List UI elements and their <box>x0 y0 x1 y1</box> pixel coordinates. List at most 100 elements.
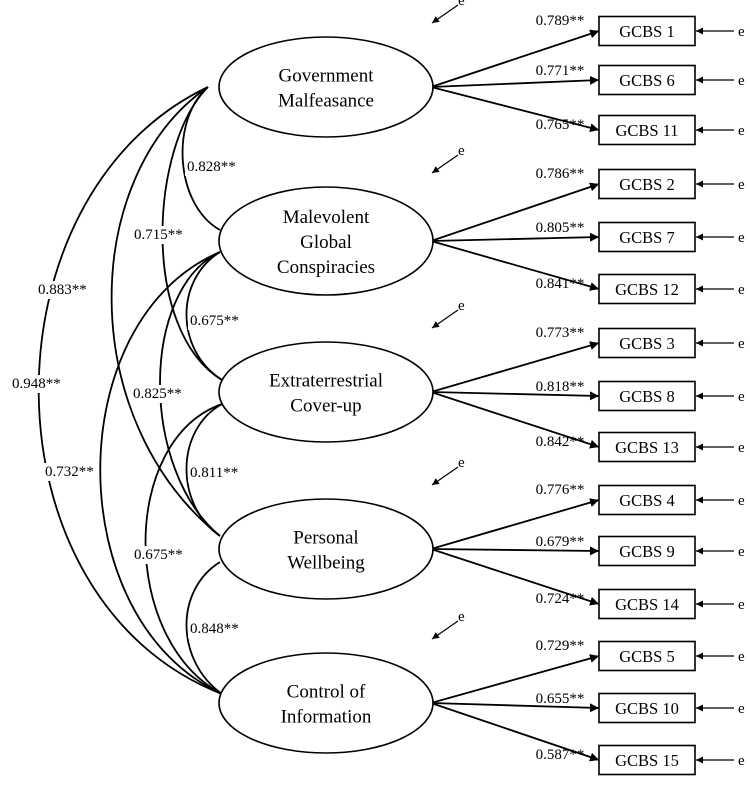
factor-label-2-line-2: Global <box>300 232 352 253</box>
loading-arrow-10 <box>430 498 600 550</box>
loading-arrow-14 <box>430 702 600 713</box>
correlation-path-3 <box>110 86 221 537</box>
indicator-box-7 <box>598 327 696 359</box>
indicator-error-label-8: e <box>738 389 745 405</box>
factor-label-2-line-1: Malevolent <box>283 207 370 228</box>
correlation-path-4 <box>37 86 223 695</box>
correlation-value-bg-5 <box>188 312 241 330</box>
indicator-box-6 <box>598 273 696 305</box>
indicator-label-3: GCBS 11 <box>615 121 678 140</box>
indicator-box-13 <box>598 640 696 672</box>
indicator-label-7: GCBS 3 <box>619 334 674 353</box>
factor-ellipse-1 <box>218 36 434 138</box>
indicator-error-label-5: e <box>738 230 745 246</box>
loading-value-4: 0.786** <box>536 166 585 182</box>
correlation-path-8 <box>185 403 223 537</box>
loading-arrow-1 <box>430 29 600 88</box>
loading-arrow-2 <box>430 75 600 88</box>
indicator-error-label-10: e <box>738 493 745 509</box>
indicator-error-label-2: e <box>738 73 745 89</box>
loading-value-2: 0.771** <box>536 63 585 79</box>
correlation-value-bg-9 <box>132 546 185 564</box>
indicator-error-label-1: e <box>738 24 745 40</box>
indicator-box-3 <box>598 114 696 146</box>
indicator-label-9: GCBS 13 <box>615 438 679 457</box>
factor-error-label-1: e <box>458 0 465 9</box>
correlation-value-bg-8 <box>188 464 241 482</box>
indicator-error-label-7: e <box>738 336 745 352</box>
correlation-value-10: 0.848** <box>190 621 239 637</box>
correlation-value-5: 0.675** <box>190 313 239 329</box>
indicator-error-label-6: e <box>738 282 745 298</box>
loading-value-10: 0.776** <box>536 482 585 498</box>
indicator-label-6: GCBS 12 <box>615 280 679 299</box>
loading-arrow-8 <box>430 391 600 401</box>
factor-label-1-line-1: Government <box>279 66 375 87</box>
factor-error-arrow-5 <box>431 620 459 640</box>
loading-value-6: 0.841** <box>536 276 585 292</box>
indicator-box-1 <box>598 15 696 47</box>
indicator-box-8 <box>598 380 696 412</box>
correlation-path-7 <box>99 251 223 695</box>
indicator-box-5 <box>598 221 696 253</box>
correlation-value-bg-4 <box>10 375 63 393</box>
indicator-box-9 <box>598 431 696 463</box>
correlation-value-9: 0.675** <box>134 547 183 563</box>
indicator-label-11: GCBS 9 <box>619 542 674 561</box>
indicator-box-12 <box>598 588 696 620</box>
correlation-label-layer: 0.828**0.715**0.883**0.948**0.675**0.825… <box>10 158 241 638</box>
indicator-box-2 <box>598 64 696 96</box>
loading-value-9: 0.842** <box>536 434 585 450</box>
factor-label-5-line-2: Information <box>281 707 372 728</box>
indicator-label-10: GCBS 4 <box>619 491 674 510</box>
indicator-label-5: GCBS 7 <box>619 228 674 247</box>
loading-arrow-6 <box>430 240 600 291</box>
factor-error-label-2: e <box>458 143 465 159</box>
indicator-label-4: GCBS 2 <box>619 175 674 194</box>
indicator-error-label-12: e <box>738 597 745 613</box>
correlation-value-bg-7 <box>43 463 96 481</box>
correlation-value-6: 0.825** <box>133 386 182 402</box>
loading-value-12: 0.724** <box>536 591 585 607</box>
correlation-value-8: 0.811** <box>190 465 238 481</box>
indicator-label-1: GCBS 1 <box>619 22 674 41</box>
correlation-value-3: 0.883** <box>38 282 87 298</box>
factor-label-3-line-1: Extraterrestrial <box>269 371 383 392</box>
indicator-label-8: GCBS 8 <box>619 387 674 406</box>
indicator-label-14: GCBS 10 <box>615 699 679 718</box>
factor-label-1-line-2: Malfeasance <box>278 91 374 112</box>
factor-label-4-line-2: Wellbeing <box>287 553 365 574</box>
correlation-value-7: 0.732** <box>45 464 94 480</box>
correlation-value-bg-1 <box>185 158 238 176</box>
indicator-box-14 <box>598 692 696 724</box>
correlation-value-bg-6 <box>131 385 184 403</box>
indicator-error-label-15: e <box>738 753 745 769</box>
loading-arrow-12 <box>430 548 600 606</box>
factor-error-arrow-2 <box>431 154 459 174</box>
indicator-box-11 <box>598 535 696 567</box>
correlation-path-9 <box>144 403 223 695</box>
factor-ellipse-3 <box>218 341 434 443</box>
indicator-box-4 <box>598 168 696 200</box>
correlation-path-10 <box>185 561 223 695</box>
loading-arrow-9 <box>430 391 600 449</box>
factor-error-arrow-3 <box>431 309 459 329</box>
correlation-path-5 <box>185 251 223 381</box>
indicator-label-13: GCBS 5 <box>619 647 674 666</box>
loading-value-14: 0.655** <box>536 691 585 707</box>
loading-arrow-13 <box>430 654 600 704</box>
loading-value-15: 0.587** <box>536 747 585 763</box>
indicator-error-label-3: e <box>738 123 745 139</box>
indicator-error-label-11: e <box>738 544 745 560</box>
indicator-error-label-13: e <box>738 649 745 665</box>
loading-arrow-11 <box>430 546 600 556</box>
factor-label-4-line-1: Personal <box>293 528 358 549</box>
correlation-value-1: 0.828** <box>187 159 236 175</box>
factor-error-label-5: e <box>458 609 465 625</box>
loading-value-13: 0.729** <box>536 638 585 654</box>
factor-error-label-3: e <box>458 298 465 314</box>
factor-error-arrow-1 <box>431 4 459 24</box>
indicator-error-label-4: e <box>738 177 745 193</box>
indicator-box-10 <box>598 484 696 516</box>
